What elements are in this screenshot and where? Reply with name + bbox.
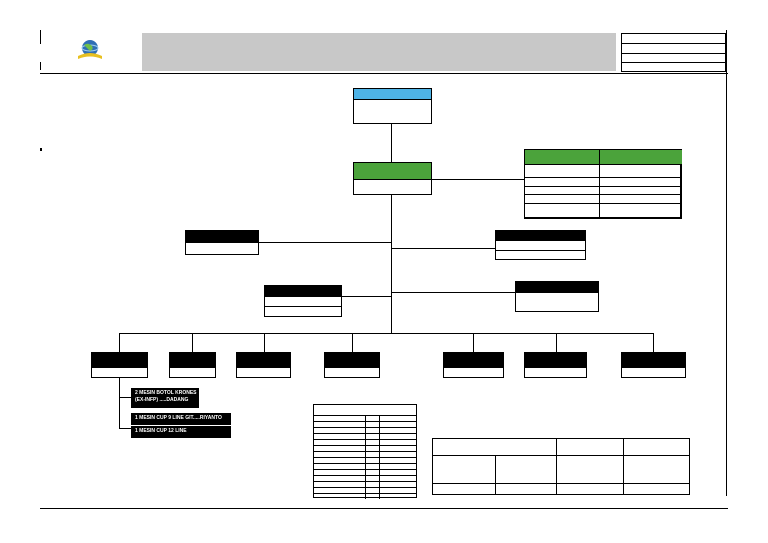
org-box-bottom-6 [524, 352, 587, 378]
org-box-l4-left [264, 285, 342, 317]
note-machine-cup-12: 1 MESIN CUP 12 LINE [131, 426, 231, 438]
page-right-border [726, 30, 727, 496]
connector-right-l4 [391, 292, 516, 293]
header-bottom-rule [40, 73, 728, 74]
connector-manager-table [432, 179, 525, 180]
header-banner [142, 33, 616, 71]
org-box-manager [353, 162, 432, 195]
staff-table-header-right [600, 150, 682, 164]
page-left-border-mid [40, 62, 41, 70]
note-branch-2 [119, 428, 131, 429]
note-machine-cup-9: 1 MESIN CUP 9 LINE GIT.....RIYANTO [131, 413, 231, 425]
staff-table-header-left [525, 150, 599, 164]
connector-left-l3 [258, 242, 391, 243]
schedule-table [313, 404, 417, 499]
spine [391, 195, 392, 333]
org-box-bottom-3 [236, 352, 291, 378]
signature-table [432, 438, 690, 495]
org-box-bottom-7 [621, 352, 686, 378]
page-left-mark [40, 148, 42, 151]
note-machine-bottle: 2 MESIN BOTOL KRONES (EX-INFP) .....DADA… [131, 388, 199, 408]
company-logo [72, 38, 108, 62]
org-box-director-header [354, 89, 431, 100]
note-branch-vertical [119, 378, 120, 429]
page-bottom-rule [40, 508, 728, 509]
connector-right-l3 [391, 248, 496, 249]
org-box-bottom-5 [443, 352, 504, 378]
page-left-border-top [40, 30, 41, 44]
org-box-bottom-4 [324, 352, 380, 378]
org-box-director [353, 88, 432, 124]
distribution-bar [119, 333, 653, 334]
org-box-l3-right [495, 230, 586, 260]
org-box-bottom-1 [91, 352, 148, 378]
connector-director-manager [391, 124, 392, 162]
org-box-l3-left [185, 230, 259, 255]
document-info-table [621, 33, 726, 72]
org-box-manager-header [354, 163, 431, 180]
connector-left-l4 [341, 296, 391, 297]
globe-logo-icon [78, 40, 102, 59]
note-branch-1 [119, 397, 131, 398]
org-box-l4-right [515, 281, 599, 312]
staff-table [524, 149, 682, 219]
org-box-bottom-2 [169, 352, 216, 378]
